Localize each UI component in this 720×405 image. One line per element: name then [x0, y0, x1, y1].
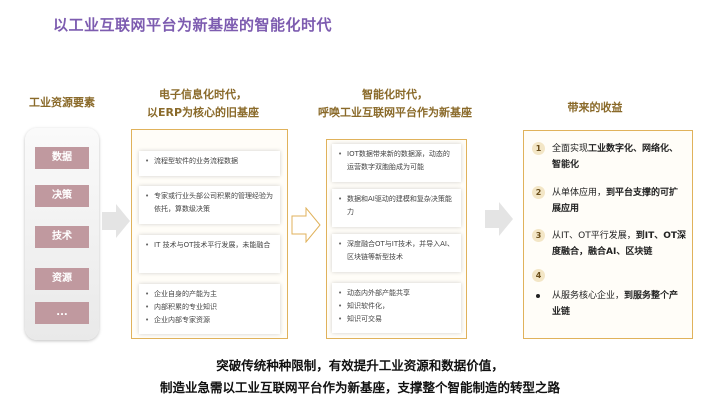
- footer-line-2: 制造业急需以工业互联网平台作为新基座，支撑整个智能制造的转型之路: [159, 380, 560, 395]
- benefit-badge: 4: [532, 269, 545, 282]
- benefit-text-bold: 到平台支撑的可扩展应用: [552, 188, 679, 214]
- benefit-text: 全面实现工业数字化、网络化、智能化: [537, 141, 687, 173]
- arrow-right-icon: [291, 207, 321, 243]
- benefit-item-1: 1 全面实现工业数字化、网络化、智能化: [532, 141, 687, 173]
- resource-item: 决策: [35, 185, 89, 207]
- old-era-card-2: 专家或行业头部公司积累的管理经验为依托，算数级决策: [139, 186, 280, 224]
- benefit-text-plain: 从IT、OT平行发展，: [552, 231, 636, 241]
- page-title: 以工业互联网平台为新基座的智能化时代: [53, 16, 333, 34]
- old-era-card-4: 企业自身的产能为主 内部积累的专业知识 企业内部专家资源: [139, 284, 280, 334]
- old-era-frame: 流程型软件的业务流程数据 专家或行业头部公司积累的管理经验为依托，算数级决策 I…: [131, 129, 288, 339]
- benefit-text-plain: 从服务核心企业，: [552, 291, 625, 301]
- list-item: IOT数据带来新的数据源，动态的运营数字双胞胎成为可能: [338, 148, 455, 174]
- arrow-right-icon: [102, 204, 130, 238]
- benefit-text: 从单体应用，到平台支撑的可扩展应用: [537, 185, 687, 217]
- benefit-item-2: 2 从单体应用，到平台支撑的可扩展应用: [532, 185, 687, 217]
- list-item: 数据和AI驱动的建模和复杂决策能力: [338, 193, 455, 219]
- resource-header: 工业资源要素: [29, 96, 95, 109]
- list-item: 企业内部专家资源: [145, 314, 274, 327]
- new-era-header: 智能化时代， 呼唤工业互联网平台作为新基座: [300, 86, 490, 122]
- benefits-header: 带来的收益: [567, 101, 623, 114]
- benefit-badge: 2: [532, 186, 545, 199]
- benefit-item-4: 从服务核心企业，到服务整个产业链: [536, 288, 687, 320]
- arrow-right-icon: [485, 202, 513, 236]
- new-era-frame: IOT数据带来新的数据源，动态的运营数字双胞胎成为可能 数据和AI驱动的建模和复…: [326, 139, 467, 339]
- resource-item: ...: [35, 302, 89, 324]
- list-item: 内部积累的专业知识: [145, 301, 274, 314]
- resource-item: 技术: [35, 226, 89, 248]
- benefit-text-bold: 到IT、OT深度融合，融合AI、区块链: [552, 231, 687, 257]
- list-item: 专家或行业头部公司积累的管理经验为依托，算数级决策: [145, 190, 274, 216]
- old-era-header: 电子信息化时代， 以ERP为核心的旧基座: [128, 86, 278, 122]
- benefit-text: 从服务核心企业，到服务整个产业链: [537, 288, 687, 320]
- benefit-item-3: 3 从IT、OT平行发展，到IT、OT深度融合，融合AI、区块链: [532, 228, 687, 260]
- new-era-card-3: 深度融合OT与IT技术，并导入AI、区块链等新型技术: [332, 234, 461, 272]
- benefit-text-plain: 从单体应用，: [552, 188, 607, 198]
- new-era-card-1: IOT数据带来新的数据源，动态的运营数字双胞胎成为可能: [332, 144, 461, 182]
- list-item: 深度融合OT与IT技术，并导入AI、区块链等新型技术: [338, 238, 455, 264]
- list-item: 知识可交易: [338, 313, 455, 326]
- list-item: 动态内外部产能共享: [338, 287, 455, 300]
- benefit-badge: 1: [532, 142, 545, 155]
- new-era-header-line2: 呼唤工业互联网平台作为新基座: [318, 106, 472, 119]
- resource-pill: 数据 决策 技术 资源 ...: [25, 128, 99, 340]
- old-era-card-1: 流程型软件的业务流程数据: [139, 151, 280, 176]
- benefit-text: 从IT、OT平行发展，到IT、OT深度融合，融合AI、区块链: [537, 228, 687, 260]
- resource-item: 数据: [35, 147, 89, 169]
- old-era-card-3: IT 技术与OT技术平行发展，未能融合: [139, 235, 280, 273]
- benefit-badge: 3: [532, 229, 545, 242]
- new-era-card-2: 数据和AI驱动的建模和复杂决策能力: [332, 189, 461, 227]
- resource-item: 资源: [35, 268, 89, 290]
- list-item: 知识软件化，: [338, 300, 455, 313]
- footer-line-1: 突破传统种种限制，有效提升工业资源和数据价值，: [216, 358, 504, 373]
- new-era-header-line1: 智能化时代，: [362, 88, 428, 101]
- old-era-header-line2: 以ERP为核心的旧基座: [146, 106, 260, 119]
- benefit-text-plain: 全面实现: [552, 144, 589, 154]
- list-item: IT 技术与OT技术平行发展，未能融合: [145, 239, 274, 252]
- list-item: 企业自身的产能为主: [145, 288, 274, 301]
- benefit-text-bold: 到服务整个产业链: [552, 291, 679, 317]
- benefit-text-bold: 工业数字化、网络化、智能化: [552, 144, 679, 170]
- old-era-header-line1: 电子信息化时代，: [159, 88, 247, 101]
- new-era-card-4: 动态内外部产能共享 知识软件化， 知识可交易: [332, 283, 461, 333]
- list-item: 流程型软件的业务流程数据: [145, 155, 274, 168]
- benefits-frame: 1 全面实现工业数字化、网络化、智能化 2 从单体应用，到平台支撑的可扩展应用 …: [523, 130, 693, 339]
- bullet-dot-icon: [536, 294, 540, 298]
